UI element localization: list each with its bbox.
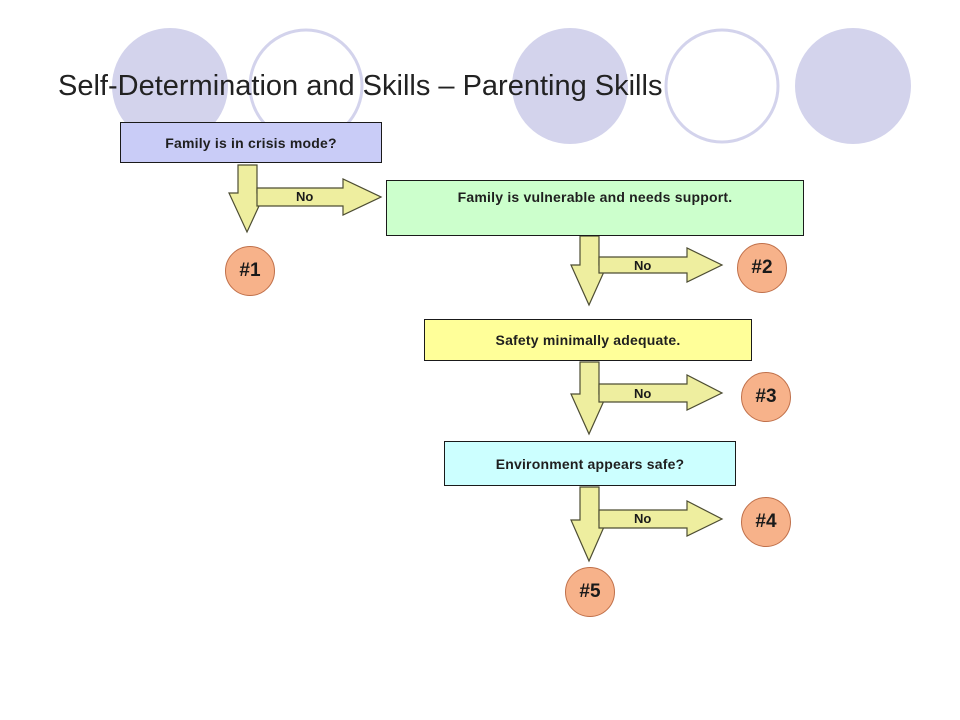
outcome-badge-2: #2: [737, 243, 787, 293]
node-vulnerable-label: Family is vulnerable and needs support.: [457, 189, 733, 205]
outcome-badge-1-label: #1: [239, 260, 261, 281]
right-arrow-vulnerable-no: [598, 247, 724, 283]
node-crisis: Family is in crisis mode?: [120, 122, 382, 163]
down-arrow-environment-to-5: [570, 486, 608, 563]
right-arrows: [256, 178, 724, 537]
right-arrow-crisis-no: [256, 178, 383, 216]
node-environment: Environment appears safe?: [444, 441, 736, 486]
node-vulnerable: Family is vulnerable and needs support.: [386, 180, 804, 236]
down-arrow-safety-to-environment: [570, 361, 608, 436]
right-arrow-environment-no: [598, 500, 724, 537]
node-safety: Safety minimally adequate.: [424, 319, 752, 361]
decorative-circle-filled-1: [112, 28, 228, 144]
slide-title: Self-Determination and Skills – Parentin…: [58, 70, 663, 102]
down-arrows: [228, 164, 608, 563]
decorative-circle-filled-3: [795, 28, 911, 144]
outcome-badge-5-label: #5: [579, 581, 601, 602]
outcome-badge-1: #1: [225, 246, 275, 296]
outcome-badge-4-label: #4: [755, 511, 777, 532]
node-safety-label: Safety minimally adequate.: [495, 332, 681, 348]
decorative-circle-ring-2: [664, 28, 780, 144]
arrow-label-crisis-no: No: [296, 189, 314, 204]
arrow-label-safety-no: No: [634, 386, 652, 401]
right-arrow-safety-no: [598, 374, 724, 411]
outcome-badge-3: #3: [741, 372, 791, 422]
outcome-badge-3-label: #3: [755, 386, 777, 407]
outcome-badge-5: #5: [565, 567, 615, 617]
outcome-badge-2-label: #2: [751, 257, 773, 278]
node-environment-label: Environment appears safe?: [495, 455, 685, 472]
node-crisis-label: Family is in crisis mode?: [165, 134, 337, 151]
arrow-label-environment-no: No: [634, 511, 652, 526]
decorative-circle-filled-2: [512, 28, 628, 144]
outcome-badge-4: #4: [741, 497, 791, 547]
down-arrow-crisis-to-1: [228, 164, 266, 234]
decorative-circles: [112, 28, 911, 144]
arrow-label-vulnerable-no: No: [634, 258, 652, 273]
down-arrow-vulnerable-to-safety: [570, 235, 608, 307]
